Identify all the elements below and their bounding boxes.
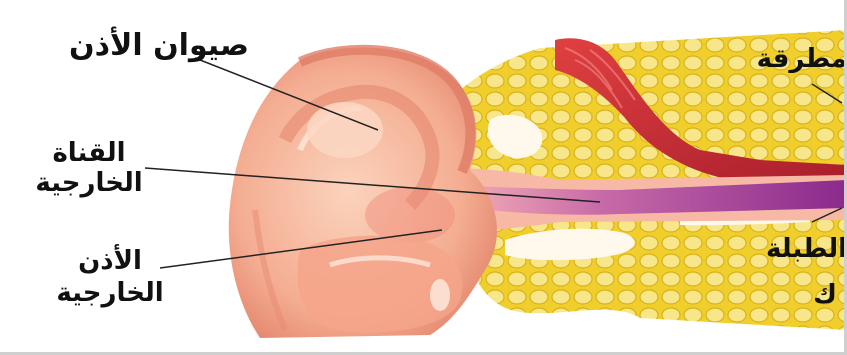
label-external-canal-line2: الخارجية	[14, 170, 164, 197]
label-fragment: ك	[810, 282, 840, 309]
label-eardrum: الطبلة	[720, 236, 847, 263]
label-hammer: مطرقة	[742, 46, 847, 73]
label-outer-ear-line1: الأذن	[40, 248, 180, 275]
label-pinna: صيوان الأذن	[14, 30, 304, 62]
label-outer-ear-line2: الخارجية	[40, 280, 180, 307]
label-external-canal-line1: القناة	[14, 140, 164, 167]
